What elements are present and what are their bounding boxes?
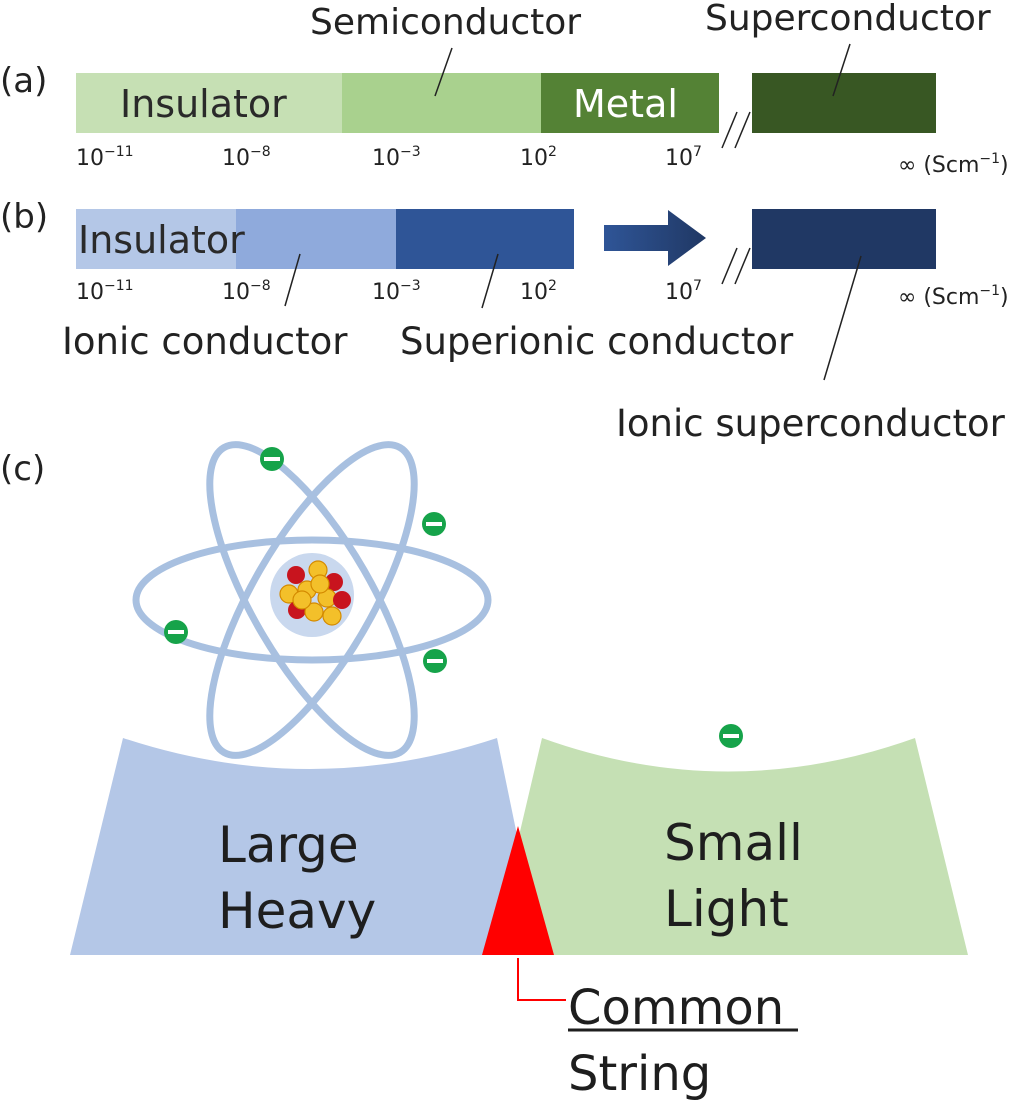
electron-icon	[164, 620, 188, 644]
axis-break-b-1	[721, 247, 738, 285]
fulcrum-leader	[517, 958, 566, 1001]
tick-b-5: 107	[665, 278, 702, 305]
axis-break-a-1	[721, 111, 738, 149]
note-line2: String	[568, 1046, 711, 1102]
tick-a-3: 10−3	[372, 144, 421, 171]
panel-a: (a) Insulator Semiconductor Metal Superc…	[0, 0, 1009, 178]
nucleus-icon	[279, 560, 351, 626]
fulcrum-triangle	[482, 826, 554, 955]
tick-a-5: 107	[665, 144, 702, 171]
tick-b-1: 10−11	[76, 278, 134, 305]
bar-a-semiconductor	[342, 73, 541, 133]
electron-icon	[719, 724, 743, 748]
right-arrow-icon	[604, 210, 706, 266]
leader-a-semiconductor	[434, 47, 453, 97]
tick-b-2: 10−8	[222, 278, 271, 305]
bar-b-insulator	[76, 209, 236, 269]
panel-b: (b) Insulator Ionic conductor Superionic…	[0, 197, 1009, 445]
label-a-metal: Metal	[573, 82, 678, 126]
note-line1: Common	[568, 980, 784, 1036]
right-pan	[518, 738, 968, 955]
bar-b-superionic	[396, 209, 574, 269]
label-b-ionic-superconductor: Ionic superconductor	[616, 402, 1006, 445]
electron-icon	[422, 512, 446, 536]
tick-b-infinity: ∞ (Scm−1)	[898, 283, 1009, 310]
electron-icon	[423, 649, 447, 673]
tick-a-2: 10−8	[222, 144, 271, 171]
panel-c: (c)	[0, 441, 968, 1102]
panel-a-label: (a)	[0, 61, 47, 101]
tick-b-4: 102	[520, 278, 557, 305]
leader-b-ionic-superconductor	[823, 255, 862, 381]
tick-a-infinity: ∞ (Scm−1)	[898, 151, 1009, 178]
leader-b-ionic	[284, 253, 301, 307]
tick-b-3: 10−3	[372, 278, 421, 305]
label-b-ionic: Ionic conductor	[62, 320, 348, 363]
panel-c-label: (c)	[0, 449, 45, 489]
left-pan	[70, 738, 518, 955]
label-b-insulator: Insulator	[78, 218, 245, 262]
leader-a-superconductor	[832, 43, 851, 97]
left-pan-line1: Large	[218, 816, 359, 874]
axis-break-b-2	[734, 247, 751, 285]
label-a-semiconductor: Semiconductor	[310, 2, 581, 43]
tick-a-4: 102	[520, 144, 557, 171]
panel-b-label: (b)	[0, 197, 48, 237]
tick-a-1: 10−11	[76, 144, 134, 171]
leader-b-superionic	[481, 253, 499, 309]
bar-b-ionic-superconductor	[752, 209, 936, 269]
atom-icon	[132, 441, 492, 759]
right-pan-line1: Small	[664, 814, 803, 872]
label-a-superconductor: Superconductor	[705, 0, 991, 39]
label-b-superionic: Superionic conductor	[400, 320, 794, 363]
bar-a-metal	[541, 73, 719, 133]
axis-break-a-2	[734, 111, 751, 149]
label-a-insulator: Insulator	[120, 82, 287, 126]
electron-icon	[260, 447, 284, 471]
right-pan-line2: Light	[664, 880, 789, 938]
bar-b-ionic	[236, 209, 396, 269]
bar-a-superconductor	[752, 73, 936, 133]
left-pan-line2: Heavy	[218, 882, 376, 940]
bar-a-insulator	[76, 73, 342, 133]
